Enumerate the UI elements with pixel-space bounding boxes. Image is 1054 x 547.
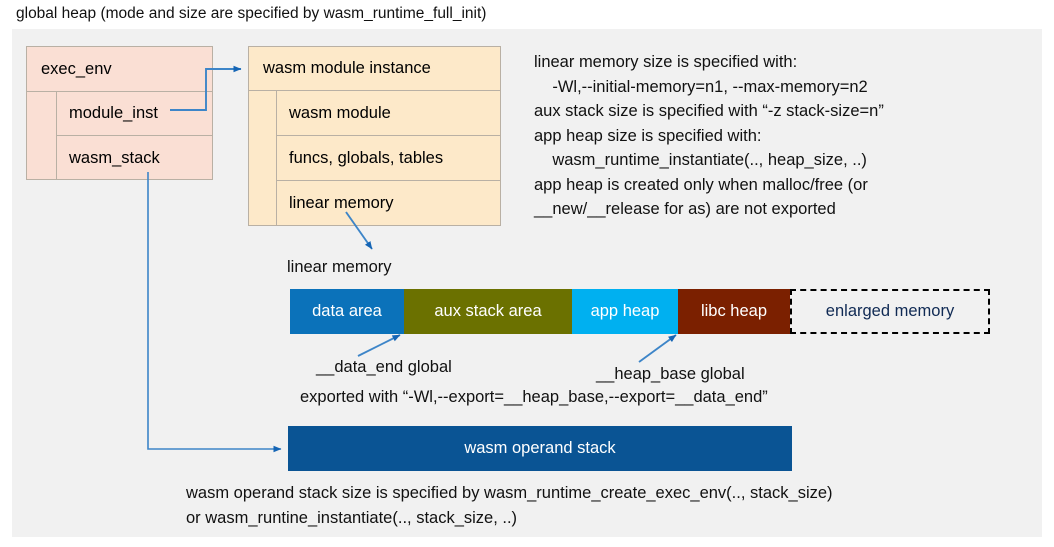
segment-data-area: data area <box>290 289 404 334</box>
linear-memory-label: linear memory <box>287 258 392 276</box>
segment-app-heap: app heap <box>572 289 678 334</box>
wasm-module-instance-box: wasm module instance wasm module funcs, … <box>248 46 501 226</box>
page-title: global heap (mode and size are specified… <box>16 5 487 22</box>
segment-libc-heap: libc heap <box>678 289 790 334</box>
exec-env-field-list: module_inst wasm_stack <box>57 92 212 180</box>
field-linear-memory: linear memory <box>289 194 394 212</box>
wasm-operand-stack-bar: wasm operand stack <box>288 426 792 471</box>
wasm-module-instance-rows: wasm module funcs, globals, tables linea… <box>249 91 500 226</box>
wasm-module-instance-field-list: wasm module funcs, globals, tables linea… <box>277 91 500 226</box>
exec-env-box: exec_env module_inst wasm_stack <box>26 46 213 180</box>
field-funcs-globals-tables: funcs, globals, tables <box>277 136 500 181</box>
exec-env-field-module-inst: module_inst <box>57 92 212 136</box>
exec-env-gutter <box>27 92 57 180</box>
exec-env-rows: module_inst wasm_stack <box>27 92 212 180</box>
wasm-module-instance-gutter <box>249 91 277 226</box>
field-wasm-module: wasm module <box>277 91 500 136</box>
linear-memory-bar: data area aux stack area app heap libc h… <box>290 289 990 334</box>
linear-memory-note: linear memory size is specified with: -W… <box>534 53 884 218</box>
exec-env-header: exec_env <box>27 47 212 92</box>
heap-base-annotation: __heap_base global <box>596 365 745 383</box>
operand-stack-note: wasm operand stack size is specified by … <box>186 484 833 527</box>
segment-enlarged-memory: enlarged memory <box>790 289 990 334</box>
wasm-module-instance-header: wasm module instance <box>249 47 500 91</box>
data-end-annotation: __data_end global <box>316 358 452 376</box>
segment-aux-stack-area: aux stack area <box>404 289 572 334</box>
exec-env-field-wasm-stack: wasm_stack <box>69 148 160 167</box>
export-flags-note: exported with “-Wl,--export=__heap_base,… <box>300 388 768 406</box>
